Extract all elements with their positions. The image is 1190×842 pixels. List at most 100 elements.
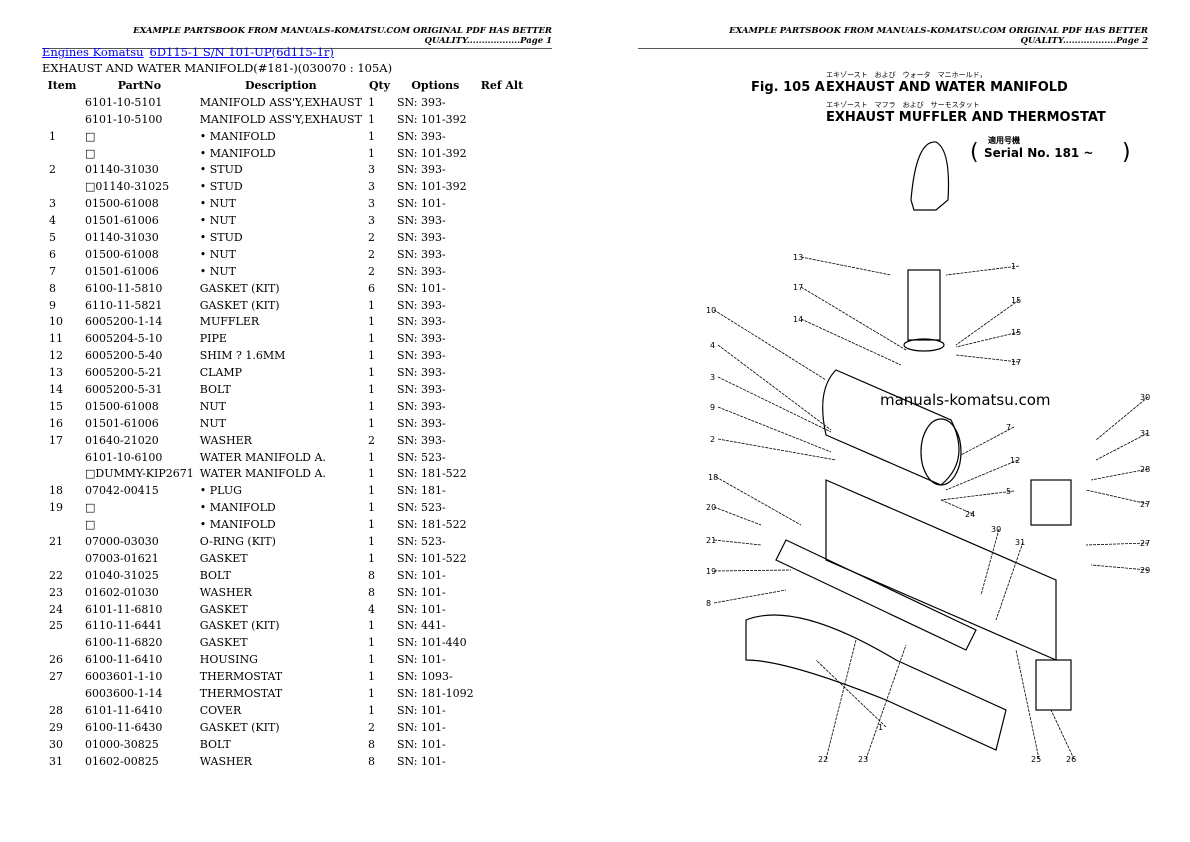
cell-desc: GASKET (KIT)	[199, 298, 280, 312]
cell-refalt	[477, 364, 528, 381]
cell-opt: SN: 181-522	[397, 518, 467, 532]
cell-refalt	[477, 685, 528, 702]
callout-number: 1	[1011, 262, 1016, 271]
cell-opt: SN: 523-	[397, 534, 446, 548]
cell-refalt	[477, 449, 528, 466]
cell-refalt	[477, 736, 528, 753]
cell-desc: • MANIFOLD	[199, 518, 276, 532]
cell-pn: 6101-11-6810	[85, 602, 163, 616]
leader-line	[717, 376, 832, 433]
cell-pn: 01640-21020	[85, 433, 159, 447]
cell-item: 28	[49, 703, 63, 717]
cell-refalt	[477, 128, 528, 145]
cell-qty: 2	[367, 247, 375, 261]
cell-pn: 01000-30825	[85, 737, 159, 751]
callout-number: 7	[1006, 423, 1011, 432]
cell-pn: □DUMMY-KIP2671	[85, 467, 194, 481]
cell-opt: SN: 101-	[397, 720, 446, 734]
cell-item: 15	[49, 399, 63, 413]
cell-item: 9	[49, 298, 56, 312]
leader-line	[1015, 649, 1040, 760]
cell-opt: SN: 101-392	[397, 146, 467, 160]
breadcrumb-link-model[interactable]: 6D115-1 S/N 101-UP(6d115-1r)	[149, 45, 334, 59]
callout-number: 4	[710, 341, 715, 350]
cell-item	[42, 178, 82, 195]
callout-number: 5	[1006, 487, 1011, 496]
cell-qty: 8	[367, 568, 375, 582]
page-header-2: EXAMPLE PARTSBOOK FROM MANUALS-KOMATSU.C…	[638, 26, 1148, 49]
cell-pn: 01500-61008	[85, 247, 159, 261]
muffler	[822, 369, 960, 486]
cell-item: 7	[49, 264, 56, 278]
cell-qty: 8	[367, 737, 375, 751]
cell-item	[42, 449, 82, 466]
leader-line	[715, 476, 802, 526]
cell-refalt	[477, 499, 528, 516]
cell-desc: GASKET (KIT)	[199, 720, 280, 734]
cell-desc: NUT	[199, 399, 226, 413]
cell-opt: SN: 101-	[397, 585, 446, 599]
cell-item: 19	[49, 501, 63, 515]
callout-number: 8	[706, 599, 711, 608]
cell-opt: SN: 393-	[397, 433, 446, 447]
cell-qty: 2	[367, 264, 375, 278]
cell-opt: SN: 441-	[397, 619, 446, 633]
leader-line	[955, 299, 1020, 346]
cell-qty: 1	[367, 382, 375, 396]
cell-qty: 1	[367, 501, 375, 515]
cell-desc: BOLT	[199, 568, 231, 582]
callout-number: 15	[1011, 328, 1021, 337]
cell-refalt	[477, 516, 528, 533]
cell-refalt	[477, 195, 528, 212]
cell-item	[42, 685, 82, 702]
cell-opt: SN: 393-	[397, 247, 446, 261]
cell-item: 10	[49, 315, 63, 329]
breadcrumb-link-engines[interactable]: Engines Komatsu	[42, 45, 144, 59]
cell-opt: SN: 1093-	[397, 670, 453, 684]
leader-line	[815, 659, 887, 728]
column-header: PartNo	[117, 78, 162, 92]
leader-line	[945, 265, 1020, 276]
callout-number: 21	[706, 536, 716, 545]
leader-line	[1090, 564, 1149, 571]
cell-qty: 3	[367, 197, 375, 211]
cell-opt: SN: 393-	[397, 95, 446, 109]
callout-number: 19	[706, 567, 716, 576]
cell-qty: 2	[367, 720, 375, 734]
cell-refalt	[477, 601, 528, 618]
cell-refalt	[477, 178, 528, 195]
cell-refalt	[477, 465, 528, 482]
cell-refalt	[477, 533, 528, 550]
cell-opt: SN: 393-	[397, 416, 446, 430]
cell-qty: 2	[367, 433, 375, 447]
cell-qty: 1	[367, 653, 375, 667]
cell-refalt	[477, 94, 528, 111]
muffler-end	[920, 418, 962, 486]
cell-opt: SN: 393-	[397, 315, 446, 329]
cell-qty: 1	[367, 687, 375, 700]
cell-item: 6	[49, 247, 56, 261]
cell-opt: SN: 181-522	[397, 467, 467, 481]
cell-refalt	[477, 161, 528, 178]
cell-opt: SN: 393-	[397, 382, 446, 396]
cell-desc: • STUD	[199, 230, 243, 244]
cell-desc: • PLUG	[199, 484, 242, 498]
cell-pn: 01040-31025	[85, 568, 159, 582]
cell-item: 17	[49, 433, 63, 447]
cell-item	[42, 111, 82, 128]
leader-line	[717, 344, 832, 431]
